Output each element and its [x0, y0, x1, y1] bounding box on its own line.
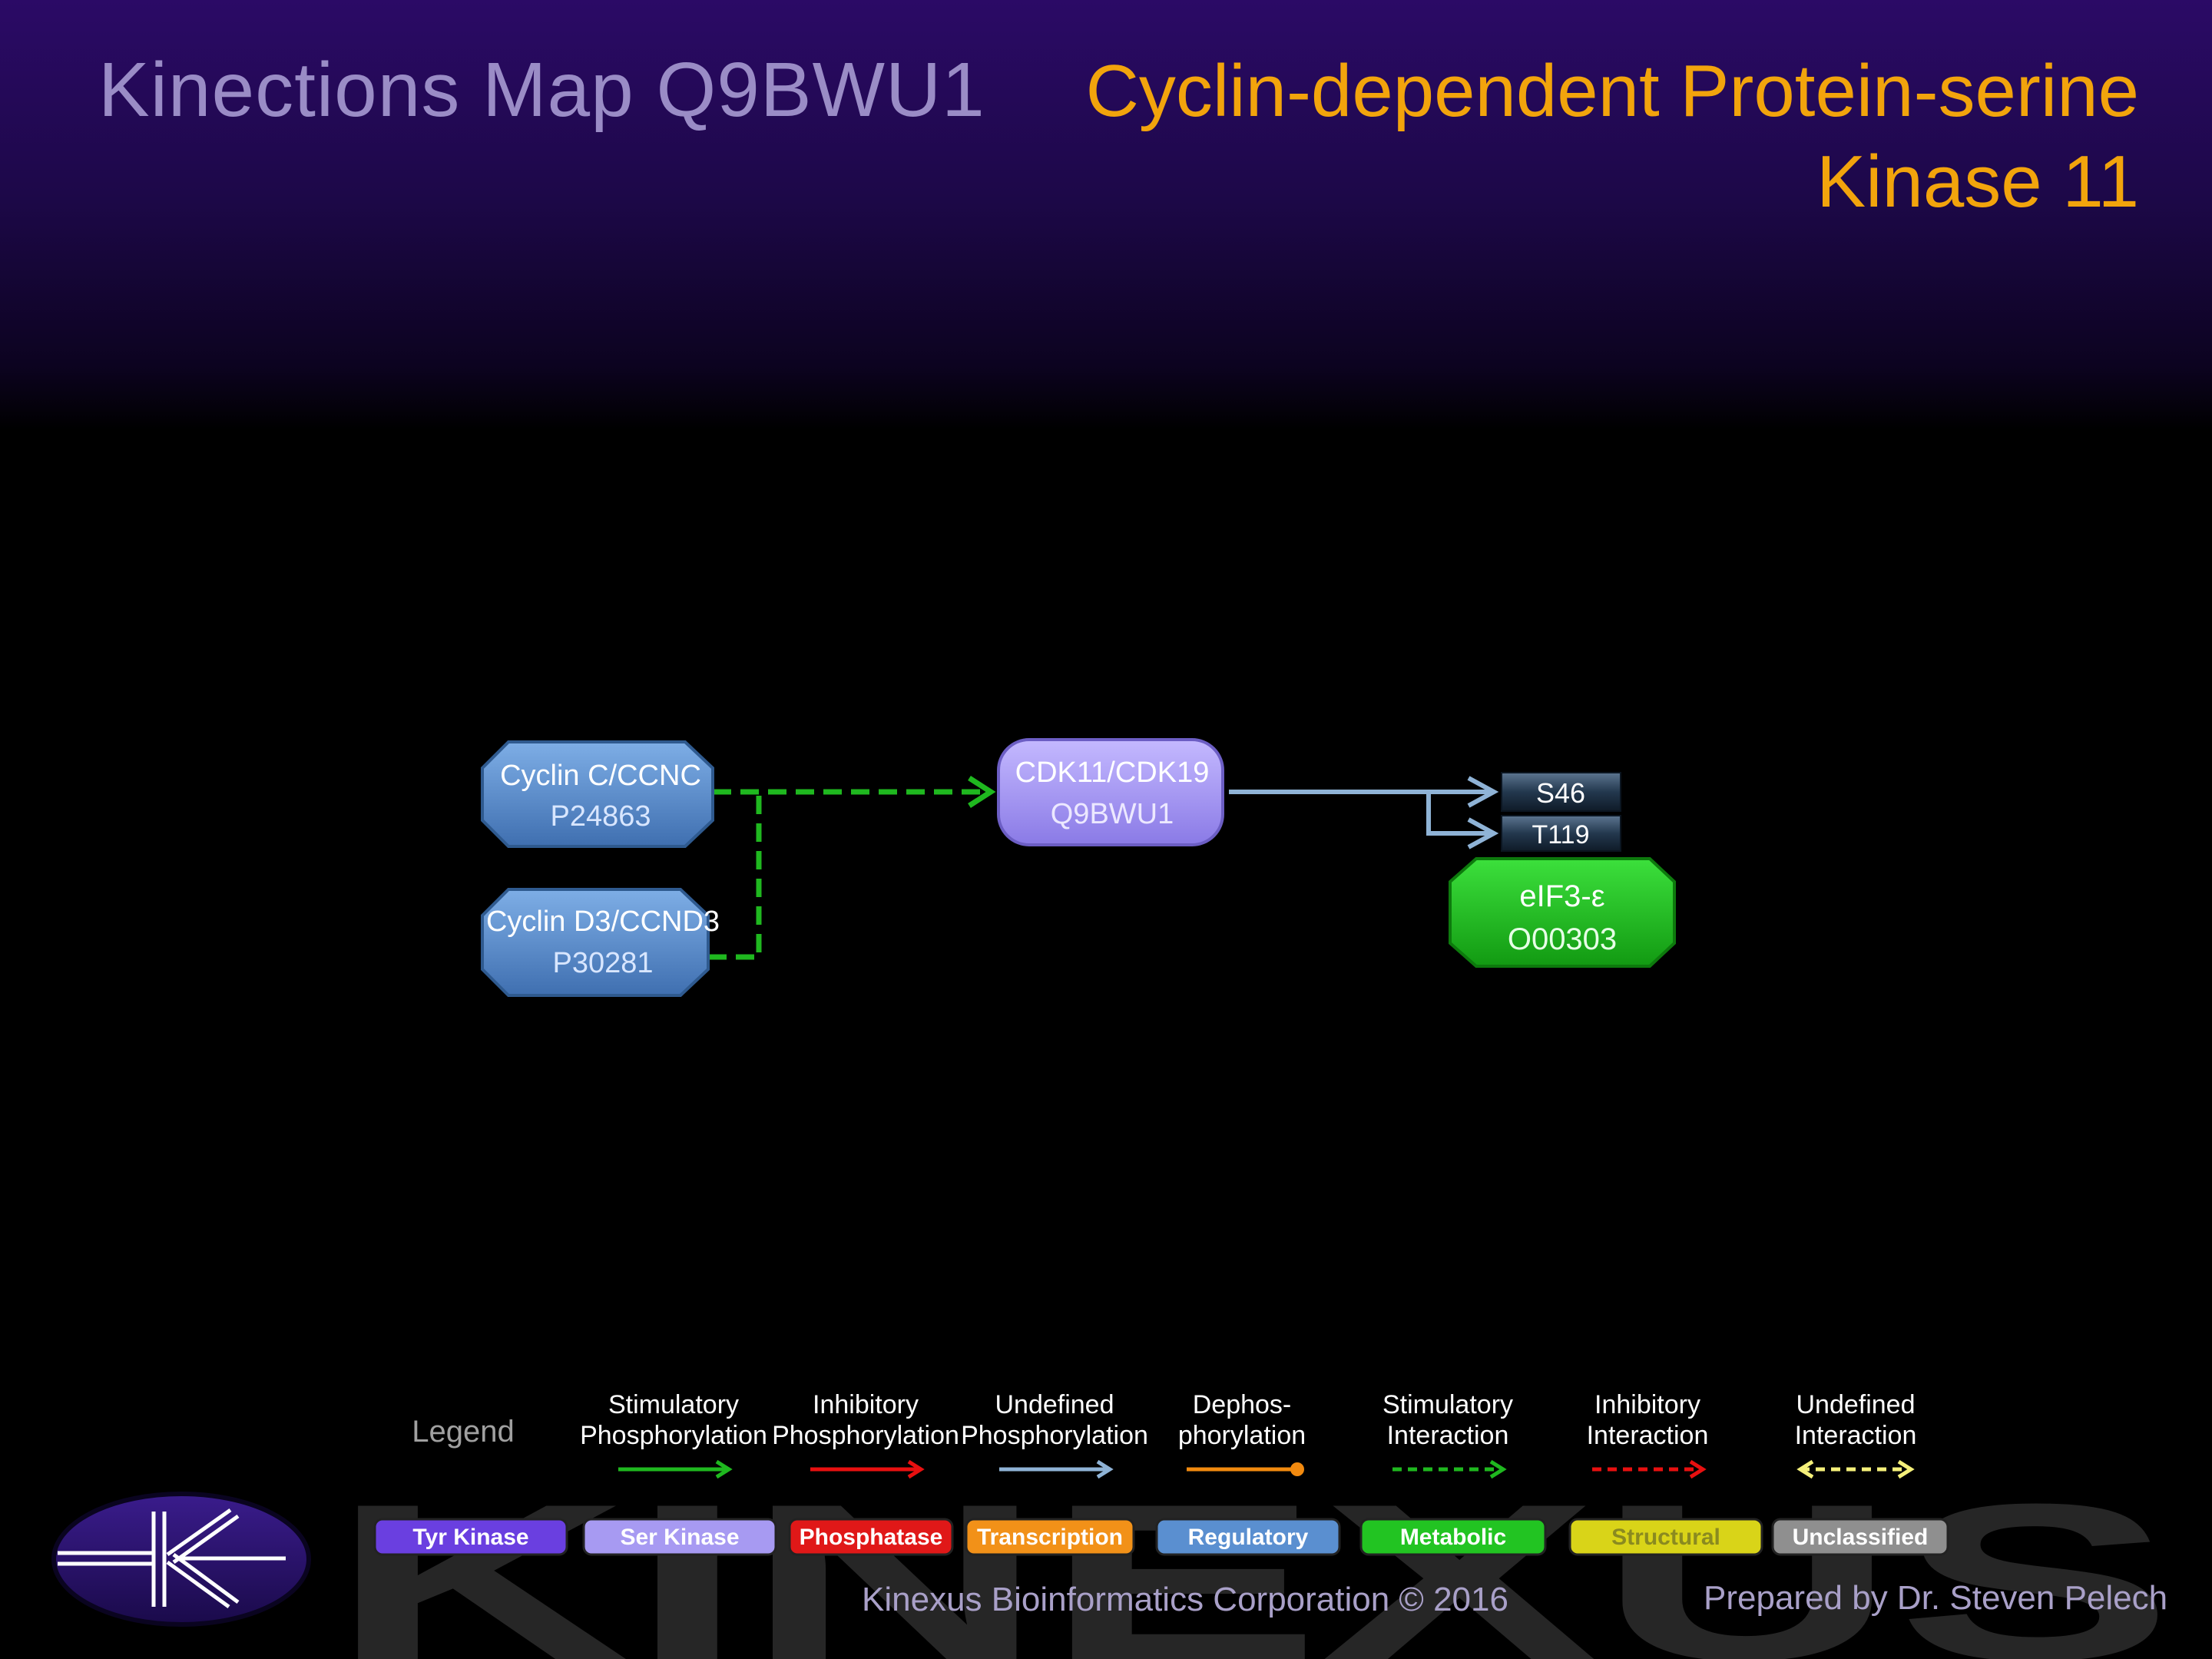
legend-arrow-label-line2: Interaction	[1795, 1421, 1917, 1450]
legend-arrow-dot	[1290, 1462, 1304, 1476]
node-eif3e-shape	[1449, 857, 1676, 968]
protein-name-line2: Kinase 11	[1816, 141, 2139, 223]
legend-arrow-label-line1: Inhibitory	[1594, 1390, 1700, 1419]
legend-arrow-label-line2: Interaction	[1587, 1421, 1709, 1450]
edge-cyclin-c-to-cdk11-head	[968, 776, 996, 808]
node-cyclin-d3[interactable]: Cyclin D3/CCND3 P30281	[481, 888, 720, 997]
legend-arrow-label-line2: phorylation	[1178, 1421, 1306, 1450]
legend-category-swatch	[1568, 1518, 1763, 1556]
logo-k-icon	[58, 1508, 286, 1609]
legend-arrow-3: Dephos-phorylation	[1178, 1390, 1306, 1476]
kinexus-watermark: KINEXUS	[330, 1458, 2174, 1659]
legend-arrow-label-line1: Stimulatory	[1382, 1390, 1513, 1419]
copyright-text: Kinexus Bioinformatics Corporation © 201…	[862, 1581, 1508, 1618]
legend-category-tyr-kinase: Tyr Kinase	[373, 1518, 568, 1556]
edge-cdk11-to-t119	[1426, 792, 1494, 836]
edges	[708, 776, 1499, 960]
node-cdk11-shape	[997, 738, 1224, 846]
node-eif3e[interactable]: eIF3-ε O00303	[1449, 857, 1676, 968]
legend-category-label: Metabolic	[1400, 1525, 1506, 1550]
legend-category-swatch	[1771, 1518, 1949, 1556]
legend-arrows: StimulatoryPhosphorylationInhibitoryPhos…	[580, 1390, 1917, 1479]
legend-arrow-label-line2: Interaction	[1387, 1421, 1509, 1450]
legend-arrow-tail	[1796, 1459, 1814, 1479]
legend-categories: Tyr Kinase Ser Kinase Phosphatase Transcrip…	[373, 1518, 1949, 1556]
legend-arrow-label-line1: Dephos-	[1193, 1390, 1292, 1419]
legend-category-regulatory: Regulatory	[1155, 1518, 1341, 1556]
node-cdk11[interactable]: CDK11/CDK19 Q9BWU1	[997, 738, 1224, 846]
legend-category-swatch	[788, 1518, 954, 1556]
legend-category-label: Tyr Kinase	[412, 1525, 528, 1550]
node-cyclin-c-shape	[481, 740, 714, 848]
site-t119-shape	[1501, 815, 1621, 852]
node-cyclin-c-name: Cyclin C/CCNC	[500, 760, 701, 792]
legend-arrow-head	[1897, 1459, 1915, 1479]
protein-name: Cyclin-dependent Protein-serine Kinase 1…	[1064, 46, 2139, 227]
node-cyclin-d3-shape	[481, 888, 710, 997]
legend-category-structural: Structural	[1568, 1518, 1763, 1556]
legend-arrow-label-line1: Undefined	[1796, 1390, 1915, 1419]
legend-category-swatch	[1359, 1518, 1547, 1556]
legend-category-unclassified: Unclassified	[1771, 1518, 1949, 1556]
legend-category-label: Regulatory	[1188, 1525, 1309, 1550]
prepared-by-text: Prepared by Dr. Steven Pelech	[1704, 1579, 2168, 1617]
legend-arrow-head	[1689, 1459, 1707, 1479]
protein-name-line1: Cyclin-dependent Protein-serine	[1085, 50, 2139, 132]
legend-category-transcription: Transcription	[965, 1518, 1135, 1556]
legend-category-label: Phosphatase	[800, 1525, 943, 1550]
legend-category-metabolic: Metabolic	[1359, 1518, 1547, 1556]
site-s46[interactable]: S46	[1501, 772, 1621, 812]
legend-category-label: Structural	[1611, 1525, 1720, 1550]
edge-cdk11-to-s46-head	[1467, 776, 1499, 808]
site-s46-label: S46	[1536, 777, 1585, 809]
node-cyclin-c-accession: P24863	[550, 800, 651, 833]
site-t119-label: T119	[1532, 820, 1590, 849]
legend-arrow-label-line2: Phosphorylation	[961, 1421, 1148, 1450]
node-cdk11-name: CDK11/CDK19	[1015, 757, 1210, 789]
legend-title: Legend	[412, 1415, 514, 1449]
node-eif3e-name: eIF3-ε	[1519, 879, 1604, 913]
legend-category-swatch	[965, 1518, 1135, 1556]
edge-cdk11-to-t119-head	[1467, 817, 1499, 849]
node-cdk11-accession: Q9BWU1	[1051, 798, 1174, 830]
node-eif3e-accession: O00303	[1508, 922, 1617, 956]
node-cyclin-d3-accession: P30281	[552, 947, 653, 979]
legend-arrow-head	[715, 1459, 733, 1479]
legend-arrow-label-line1: Stimulatory	[608, 1390, 739, 1419]
legend-category-label: Unclassified	[1793, 1525, 1929, 1550]
legend-arrow-head	[907, 1459, 925, 1479]
legend-category-phosphatase: Phosphatase	[788, 1518, 954, 1556]
node-cyclin-d3-name: Cyclin D3/CCND3	[486, 906, 720, 938]
legend-arrow-label-line2: Phosphorylation	[772, 1421, 959, 1450]
header-background	[0, 0, 2212, 430]
site-t119[interactable]: T119	[1501, 815, 1621, 852]
legend-category-label: Transcription	[977, 1525, 1123, 1550]
node-cyclin-c[interactable]: Cyclin C/CCNC P24863	[481, 740, 714, 848]
legend-arrow-label-line1: Inhibitory	[813, 1390, 919, 1419]
site-s46-shape	[1501, 772, 1621, 812]
legend-arrow-head	[1489, 1459, 1507, 1479]
legend-arrow-label-line2: Phosphorylation	[580, 1421, 767, 1450]
legend-arrow-label-line1: Undefined	[995, 1390, 1114, 1419]
map-title: Kinections Map Q9BWU1	[98, 47, 985, 133]
edge-cyclin-d3-to-cdk11	[708, 792, 762, 960]
legend-category-swatch	[373, 1518, 568, 1556]
legend-category-swatch	[1155, 1518, 1341, 1556]
legend: Legend StimulatoryPhosphorylationInhibit…	[373, 1390, 1949, 1556]
legend-category-swatch	[582, 1518, 777, 1556]
legend-category-ser-kinase: Ser Kinase	[582, 1518, 777, 1556]
legend-arrow-head	[1096, 1459, 1114, 1479]
legend-category-label: Ser Kinase	[620, 1525, 739, 1550]
kinexus-logo	[51, 1492, 311, 1627]
